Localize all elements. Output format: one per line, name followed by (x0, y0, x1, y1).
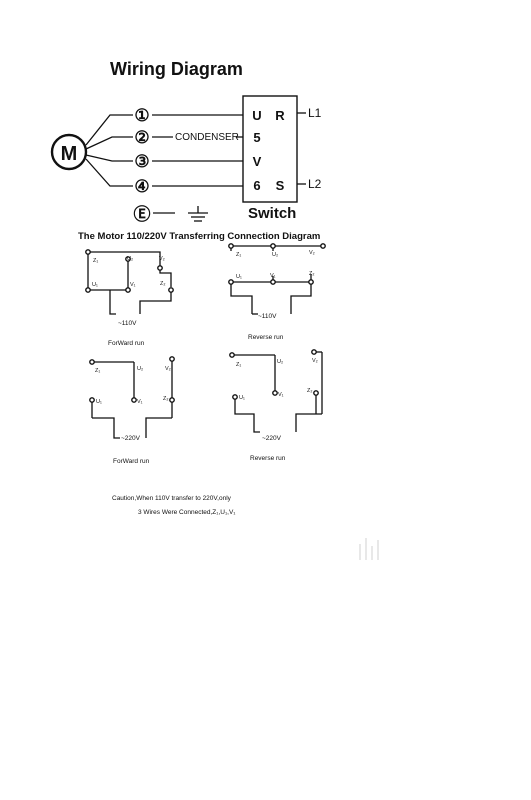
scan-page (0, 0, 410, 565)
p1-u2: U₂ (127, 256, 133, 262)
p4-u1: U₁ (239, 395, 245, 401)
p2-u2: U₂ (272, 252, 278, 258)
p4-caption: Reverse run (250, 455, 286, 462)
p1-caption: ForWard run (108, 340, 145, 347)
switch-terminal-s: S (276, 178, 285, 193)
svg-text:②: ② (134, 128, 149, 147)
terminal-1: ① (134, 106, 149, 125)
p4-v1: V₁ (278, 392, 284, 398)
switch-caption: Switch (248, 205, 296, 222)
motor-symbol (50, 133, 88, 171)
p4-z1: Z₁ (236, 362, 241, 368)
switch-terminal-u: U (252, 108, 261, 123)
p3-voltage: ~220V (121, 435, 141, 442)
panel-reverse-110v (228, 243, 326, 315)
switch-terminal-r: R (275, 108, 285, 123)
p4-voltage: ~220V (262, 435, 282, 442)
switch-terminal-5: 5 (253, 130, 260, 145)
p3-v1: V₁ (137, 399, 143, 405)
terminal-wires (152, 114, 243, 187)
panel-forward-110v (85, 249, 174, 315)
p1-z2: Z₂ (160, 281, 166, 287)
svg-text:①: ① (134, 106, 149, 125)
condenser-label: CONDENSER (175, 132, 239, 143)
p1-u1: U₁ (92, 282, 98, 288)
p4-v2: V₂ (312, 358, 318, 364)
earth-terminal: Ⓔ (134, 204, 151, 224)
p1-voltage: ~110V (118, 320, 137, 327)
p3-z2: Z₂ (163, 396, 169, 402)
motor-leads (85, 114, 133, 187)
p3-v2: V₂ (165, 366, 171, 372)
p2-z1: Z₁ (236, 252, 241, 258)
p3-u2: U₂ (137, 366, 143, 372)
p2-v1: V₁ (270, 273, 276, 279)
p2-u1: U₁ (236, 274, 242, 280)
switch-terminal-v: V (253, 154, 262, 169)
p1-z1: Z₁ (93, 258, 98, 264)
p2-v2: V₂ (309, 250, 315, 256)
p2-z2: Z₂ (309, 271, 315, 277)
terminal-2: ② (134, 128, 149, 147)
terminal-4: ④ (134, 177, 149, 196)
line-label-l1: L1 (308, 106, 322, 120)
svg-text:③: ③ (134, 152, 149, 171)
caution-line-2: 3 Wires Were Connected,Z₁,U₁,V₁ (138, 509, 236, 516)
p3-caption: ForWard run (113, 458, 150, 465)
p1-v2: V₂ (159, 256, 165, 262)
motor-label: M (61, 143, 78, 165)
p3-u1: U₁ (96, 399, 102, 405)
p2-caption: Reverse run (248, 334, 284, 341)
p4-u2: U₂ (277, 359, 283, 365)
p2-voltage: ~110V (258, 313, 277, 320)
svg-text:④: ④ (134, 177, 149, 196)
panel-reverse-220v (229, 349, 323, 433)
scan-artifacts (359, 538, 379, 560)
line-label-l2: L2 (308, 177, 322, 191)
p4-z2: Z₂ (307, 388, 313, 394)
p1-v1: V₁ (130, 282, 136, 288)
switch-box (242, 95, 298, 203)
p3-z1: Z₁ (95, 368, 100, 374)
terminal-3: ③ (134, 152, 149, 171)
transfer-title: The Motor 110/220V Transferring Connecti… (78, 231, 320, 242)
switch-terminal-6: 6 (253, 178, 260, 193)
caution-line-1: Caution,When 110V transfer to 220V,only (112, 495, 232, 502)
ground-symbol (188, 206, 208, 222)
panel-forward-220v (89, 356, 175, 439)
page-title: Wiring Diagram (110, 59, 243, 79)
